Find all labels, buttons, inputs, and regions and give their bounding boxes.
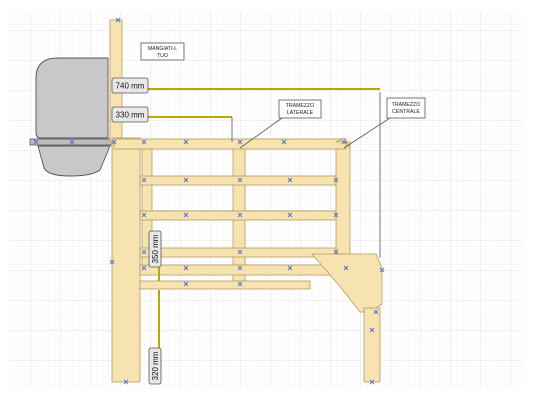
right-front-post[interactable] <box>363 307 381 383</box>
central-partition-post[interactable] <box>335 141 351 255</box>
connection-handle[interactable] <box>33 139 39 145</box>
connection-handle[interactable] <box>141 139 147 145</box>
connection-handle[interactable] <box>123 379 129 385</box>
rail-top[interactable] <box>113 138 347 150</box>
label-central-partition-line2: CENTRALE <box>392 109 420 115</box>
connection-handle[interactable] <box>141 249 147 255</box>
connection-handle[interactable] <box>141 265 147 271</box>
connection-handle[interactable] <box>111 139 117 145</box>
connection-handle[interactable] <box>183 177 189 183</box>
label-side-partition-line2: LATERALE <box>287 110 314 116</box>
connection-handle[interactable] <box>287 265 293 271</box>
rail-bottom[interactable] <box>139 280 311 290</box>
connection-handle[interactable] <box>379 267 385 273</box>
connection-handle[interactable] <box>333 212 339 218</box>
label-mangiatoia[interactable]: MANGIATI-L TUO <box>140 42 185 61</box>
label-side-partition-line1: TRAMEZZO <box>286 103 315 109</box>
label-central-partition-line1: TRAMEZZO <box>392 102 421 108</box>
connection-handle[interactable] <box>237 139 243 145</box>
connection-handle[interactable] <box>237 177 243 183</box>
central-partition-cap[interactable] <box>335 137 351 150</box>
left-post[interactable] <box>111 137 141 383</box>
connection-handle[interactable] <box>287 177 293 183</box>
connection-handle[interactable] <box>109 259 115 265</box>
label-mangiatoia-line1: MANGIATI-L <box>148 46 177 52</box>
connection-handle[interactable] <box>333 177 339 183</box>
rail-3[interactable] <box>139 210 337 221</box>
connection-handle[interactable] <box>237 249 243 255</box>
connection-handle[interactable] <box>281 139 287 145</box>
rail-4[interactable] <box>139 247 337 258</box>
connection-handle[interactable] <box>343 265 349 271</box>
dimension-350-text: 350 mm <box>151 234 160 263</box>
connection-handle[interactable] <box>341 139 347 145</box>
connection-handle[interactable] <box>237 281 243 287</box>
connection-handle[interactable] <box>373 309 379 315</box>
leader-side-partition <box>239 117 283 149</box>
rail-5[interactable] <box>139 264 347 276</box>
connection-handle[interactable] <box>333 249 339 255</box>
connection-handle[interactable] <box>183 265 189 271</box>
label-central-partition[interactable]: TRAMEZZO CENTRALE <box>386 97 426 119</box>
label-side-partition[interactable]: TRAMEZZO LATERALE <box>278 99 322 119</box>
dimension-330-label[interactable]: 330 mm <box>111 106 149 123</box>
connection-handle[interactable] <box>237 265 243 271</box>
dimension-350-label[interactable]: 350 mm <box>148 230 162 268</box>
connection-handle[interactable] <box>69 139 75 145</box>
dimension-740-label[interactable]: 740 mm <box>111 77 149 94</box>
rail-2[interactable] <box>139 175 337 186</box>
dimension-320-text: 320 mm <box>151 351 160 380</box>
connection-handle[interactable] <box>287 212 293 218</box>
connection-handle[interactable] <box>369 327 375 333</box>
connection-handle[interactable] <box>183 212 189 218</box>
connection-handle[interactable] <box>237 212 243 218</box>
label-mangiatoia-line2: TUO <box>157 53 168 59</box>
selection-handles[interactable] <box>33 17 385 385</box>
connection-handle[interactable] <box>141 212 147 218</box>
connection-handle[interactable] <box>183 139 189 145</box>
dimension-330-text: 330 mm <box>116 111 145 120</box>
leader-central-partition <box>343 117 391 149</box>
dimension-320-label[interactable]: 320 mm <box>148 347 162 385</box>
connection-handle[interactable] <box>115 17 121 23</box>
trough[interactable] <box>29 57 115 177</box>
connection-handle[interactable] <box>183 281 189 287</box>
dimension-740-text: 740 mm <box>116 82 145 91</box>
connection-handle[interactable] <box>141 177 147 183</box>
connection-handle[interactable] <box>369 379 375 385</box>
